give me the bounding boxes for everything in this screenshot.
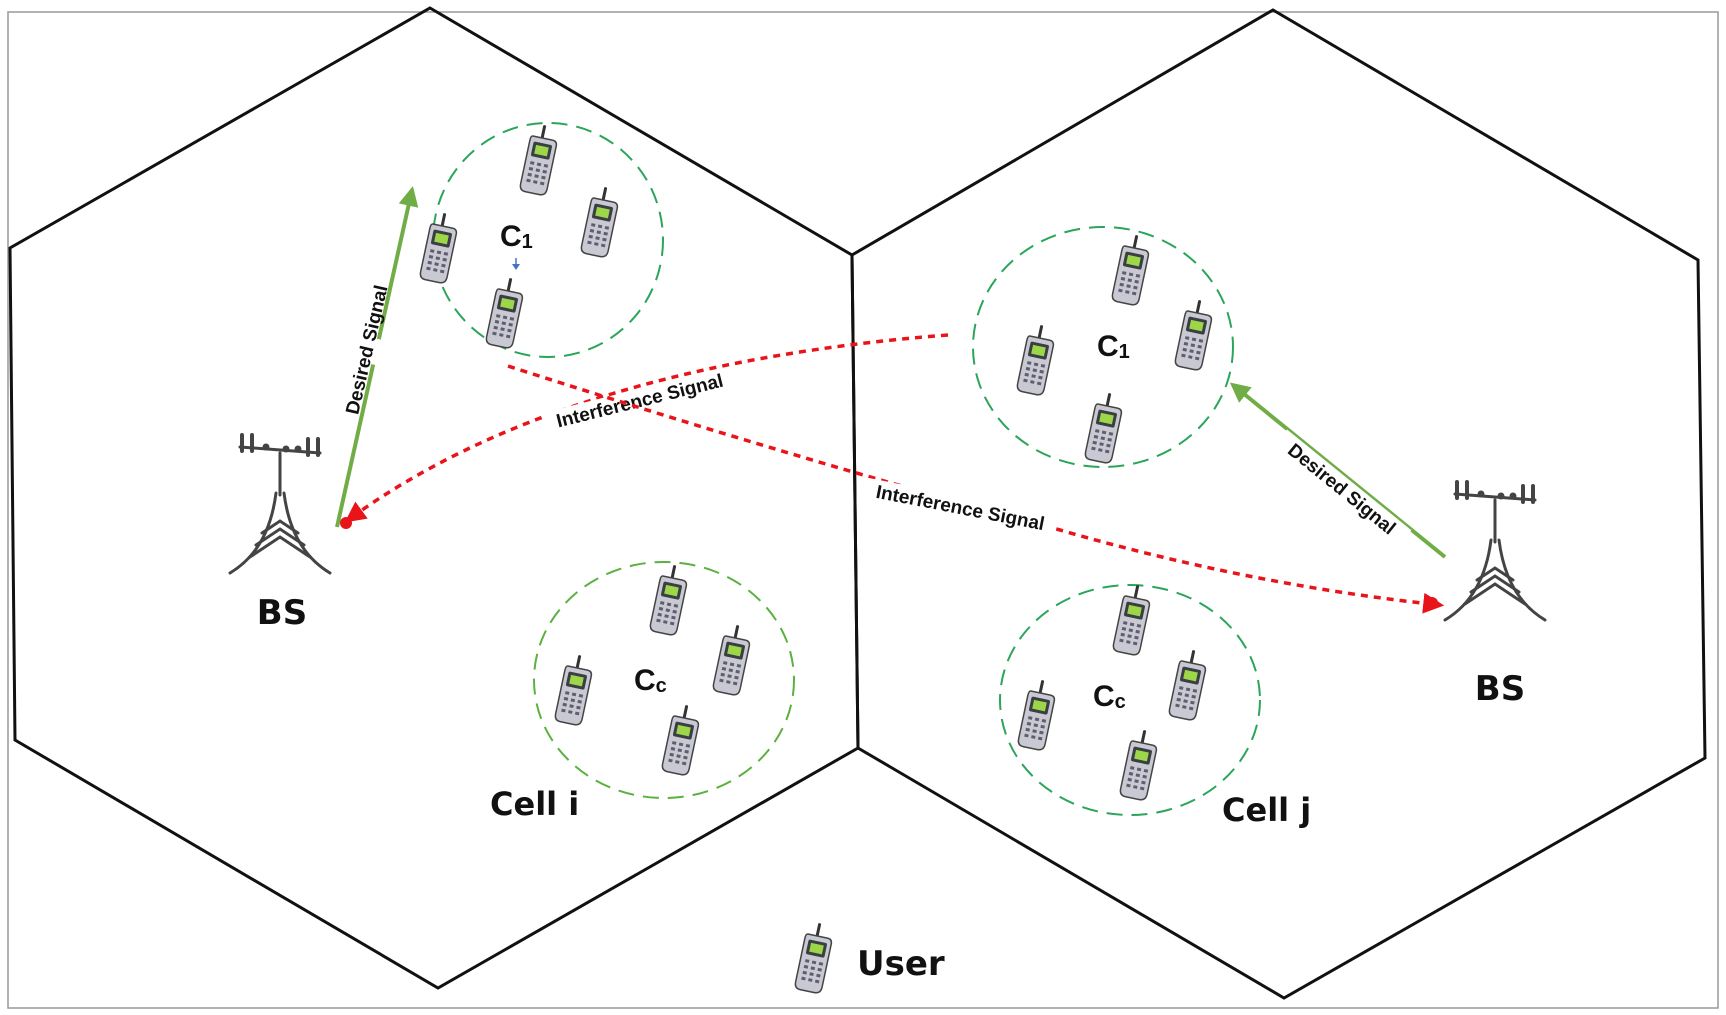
user-phone-icon <box>553 652 596 727</box>
interference-signal-label-1: Interference Signal <box>554 371 725 433</box>
user-phone-icon <box>579 184 622 259</box>
base-station-tower-icon-cell-j <box>1443 480 1547 622</box>
cluster-label-c1-cell-j: C1 <box>1097 330 1130 363</box>
legend-user-label: User <box>857 944 945 984</box>
base-station-label-cell-j: BS <box>1475 669 1525 709</box>
cell-label-j: Cell j <box>1222 791 1311 829</box>
cluster-cc-cell-j <box>999 584 1261 816</box>
interference-signal-label-bg <box>541 365 739 439</box>
cluster-c1-cell-j <box>972 226 1234 468</box>
desired-signal-arrow-cell-j <box>1229 382 1447 559</box>
user-phone-icon <box>648 562 691 637</box>
user-phone-icon <box>418 210 461 285</box>
desired-signal-label-cell-j: Desired Signal <box>1283 440 1399 539</box>
cluster-cc-cell-i <box>533 561 795 799</box>
interference-signal-path-to-bs-j <box>507 364 1445 614</box>
cluster-label-cc-cell-i: Cc <box>634 664 667 697</box>
base-station-label-cell-i: BS <box>257 593 307 633</box>
interference-signal-path-to-bs-i <box>344 333 949 523</box>
user-phone-icon <box>1016 677 1059 752</box>
interference-receive-point-bs-i <box>340 517 352 529</box>
interference-signal-label-bg <box>861 477 1059 541</box>
legend-user-phone-icon <box>793 920 836 995</box>
cluster-label-c1-cell-i: C1 <box>500 220 533 253</box>
user-phone-icon <box>518 122 561 197</box>
user-phone-icon <box>1173 297 1216 372</box>
user-phone-icon <box>711 622 754 697</box>
user-phone-icon <box>1167 647 1210 722</box>
desired-signal-label-bg <box>1270 429 1412 551</box>
cluster-label-cc-cell-j: Cc <box>1093 680 1126 713</box>
figure-frame <box>7 11 1719 1009</box>
user-phone-icon <box>1111 582 1154 657</box>
small-down-arrowhead-icon <box>512 264 520 270</box>
cell-i-hexagon <box>8 6 860 990</box>
cell-j-hexagon <box>850 8 1707 1000</box>
user-phone-icon <box>1110 232 1153 307</box>
cell-label-i: Cell i <box>490 785 579 823</box>
base-station-tower-icon-cell-i <box>228 433 332 575</box>
desired-signal-label-bg <box>287 319 449 381</box>
user-phone-icon <box>1083 390 1126 465</box>
user-phone-icon <box>660 702 703 777</box>
interference-receive-point-bs-j <box>1426 597 1438 609</box>
user-phone-icon <box>1118 727 1161 802</box>
user-phone-icon <box>484 275 527 350</box>
user-phone-icon <box>1015 322 1058 397</box>
